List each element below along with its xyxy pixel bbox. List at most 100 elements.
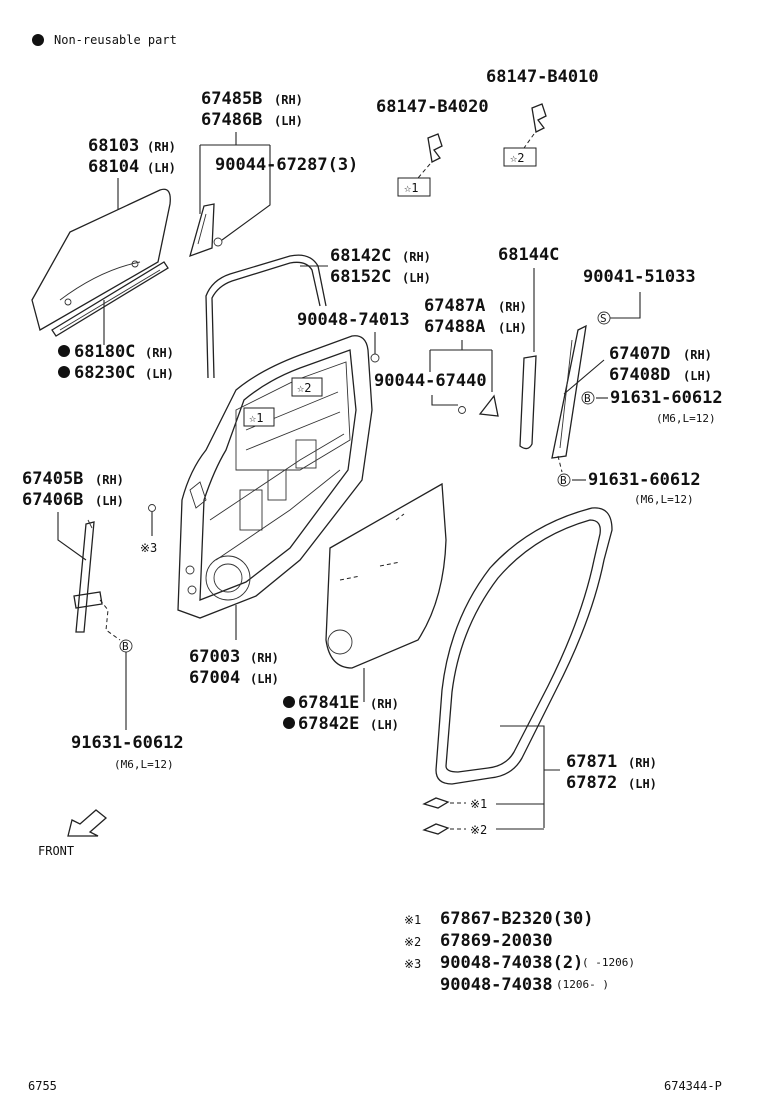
channel-rh-number: 68142C [330,246,391,266]
panel-lh-number: 67004 [189,668,240,688]
legend-text: Non-reusable part [54,33,177,47]
seal-rh-number: 67841E [298,693,359,713]
bolt-a-number: 91631-60612 [610,388,723,408]
panel-rh-number: 67003 [189,647,240,667]
bolt-c-number: 91631-60612 [71,733,184,753]
rear-rh-number: 67405B [22,469,83,489]
front-arrow-icon [67,809,108,837]
notes-table: ※1 67867-B2320(30) ※2 67869-20030 ※3 900… [404,909,635,995]
clip-74013-number: 90048-74013 [297,310,410,330]
clip-67440-number: 90044-67440 [374,371,487,391]
cover-lh-number: 67488A [424,317,485,337]
note-2-mark: ※2 [404,935,421,949]
garnish-lh-side: (LH) [683,369,712,383]
frame-part [189,203,223,258]
strip-part [519,355,537,450]
screw-leader [610,292,641,319]
weather-rh-number: 67871 [566,752,617,772]
service-hole-cover [325,482,447,669]
run-rh-bullet-icon [58,345,70,357]
run-rh-side: (RH) [145,346,174,360]
door-panel [177,335,373,619]
rear-leader [57,512,87,561]
frame-rh-side: (RH) [274,93,303,107]
non-reusable-bullet-icon [32,34,44,46]
channel-rh-side: (RH) [402,250,431,264]
panel-star1-label: ☆1 [249,411,263,425]
run-channel [51,261,169,337]
seal-lh-bullet-icon [283,717,295,729]
seal-rh-bullet-icon [283,696,295,708]
run-rh-number: 68180C [74,342,135,362]
bolt-b-spec: (M6,L=12) [634,493,694,506]
screw-51033-number: 90041-51033 [583,267,696,287]
run-lh-bullet-icon [58,366,70,378]
bolt-b-b-label: B [560,474,567,487]
panel-rh-side: (RH) [250,651,279,665]
cover-rh-side: (RH) [498,300,527,314]
footer-right: 674344-P [664,1079,722,1093]
clip-b4010-part [523,103,547,149]
note-1-part: 67867-B2320(30) [440,909,594,929]
clip-frame-number: 90044-67287(3) [215,155,358,175]
clip-mark2-part [422,823,466,835]
cover-leader [429,340,493,392]
clip-b4020-number: 68147-B4020 [376,97,489,117]
mark3-clip-part [148,504,156,512]
note-3-range: ( -1206) [582,956,635,969]
rear-frame-part [73,519,103,633]
cover-rh-number: 67487A [424,296,485,316]
clip-mark2-label: ※2 [470,823,487,837]
panel-lh-side: (LH) [250,672,279,686]
garnish-lh-number: 67408D [609,365,670,385]
frame-lh-number: 67486B [201,110,262,130]
weather-lh-side: (LH) [628,777,657,791]
door-glass [31,188,171,331]
star1-box [397,177,431,197]
front-label: FRONT [38,844,74,858]
star1-label: ☆1 [404,181,418,195]
note-1-mark: ※1 [404,913,421,927]
seal-rh-side: (RH) [370,697,399,711]
garnish-rh-number: 67407D [609,344,670,364]
run-lh-number: 68230C [74,363,135,383]
strip-68144c-number: 68144C [498,245,559,265]
bolt-a-b-label: B [584,392,591,405]
note-3-part: 90048-74038(2) [440,953,583,973]
footer-left: 6755 [28,1079,57,1093]
garnish-rh-side: (RH) [683,348,712,362]
bolt-b-circle-icon [557,473,571,487]
glass-rh-number: 68103 [88,136,139,156]
bolt-a-circle-icon [581,391,595,405]
clip-67440-part [458,406,466,414]
glass-lh-number: 68104 [88,157,139,177]
garnish-part [551,324,587,459]
frame-lh-side: (LH) [274,114,303,128]
note-2-part: 67869-20030 [440,931,553,951]
rear-bolt-dash [99,599,121,641]
weatherstrip-leader [500,725,560,828]
bolt-a-spec: (M6,L=12) [656,412,716,425]
rear-lh-side: (LH) [95,494,124,508]
run-lh-side: (LH) [145,367,174,381]
bolt-b-dash [557,455,563,473]
clip-mark1-label: ※1 [470,797,487,811]
panel-star2-box [291,377,323,397]
clip-b4020-part [417,133,443,179]
mark3-label: ※3 [140,541,157,555]
weatherstrip-part [435,507,613,785]
seal-lh-side: (LH) [370,718,399,732]
frame-rh-number: 67485B [201,89,262,109]
bolt-b-number: 91631-60612 [588,470,701,490]
clip-67440-leader [431,395,458,406]
glass-lh-side: (LH) [147,161,176,175]
weather-rh-side: (RH) [628,756,657,770]
star2-box [503,147,537,167]
panel-star1-box [243,407,275,427]
rear-lh-number: 67406B [22,490,83,510]
garnish-leader [563,359,605,395]
cover-lh-side: (LH) [498,321,527,335]
star2-label: ☆2 [510,151,524,165]
glass-rh-side: (RH) [147,140,176,154]
